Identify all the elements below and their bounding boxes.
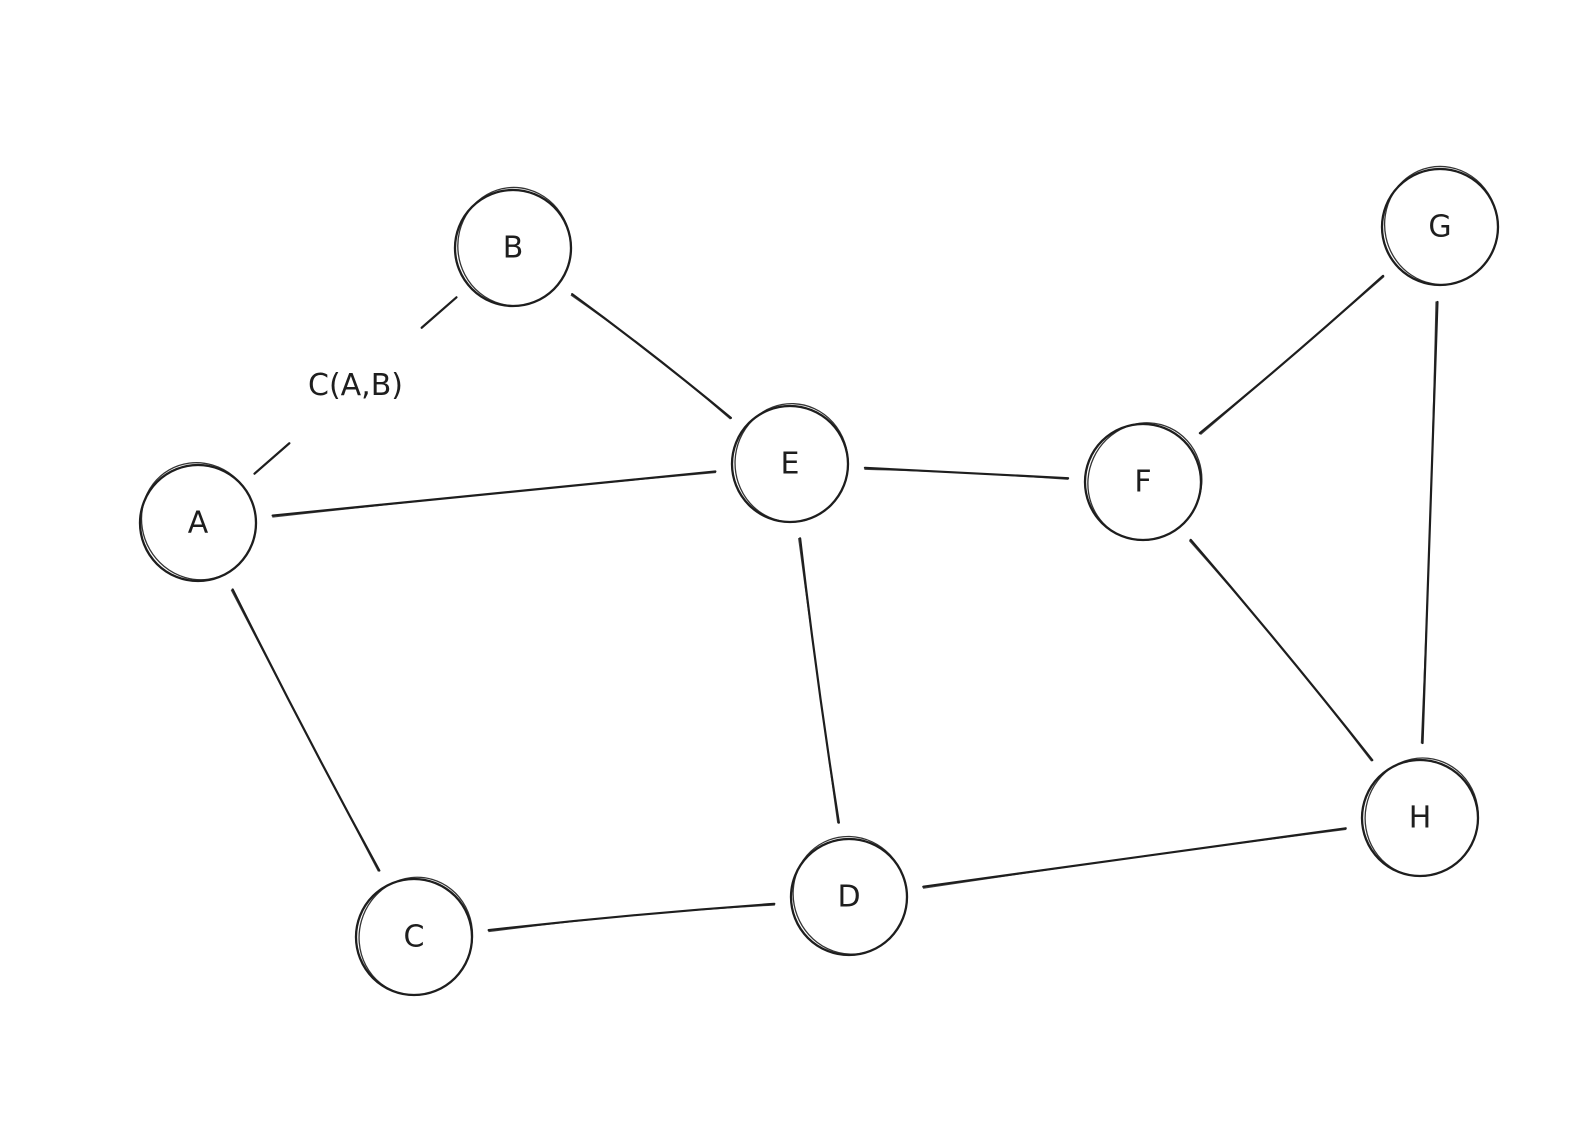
node-A: A	[138, 462, 258, 583]
edge-F-G	[1198, 274, 1385, 435]
edge-C-D	[487, 902, 776, 933]
node-label-B: B	[503, 231, 524, 266]
node-label-E: E	[781, 447, 800, 482]
node-G: G	[1380, 165, 1500, 287]
edge-labels-layer: C(A,B)	[308, 368, 403, 403]
node-D: D	[789, 835, 909, 957]
node-label-H: H	[1409, 801, 1432, 836]
node-label-G: G	[1428, 210, 1451, 245]
edge-E-F	[863, 466, 1070, 480]
edge-E-D	[798, 537, 840, 824]
edge-D-H	[922, 827, 1347, 889]
node-E: E	[730, 403, 850, 524]
edge-G-H	[1420, 300, 1439, 745]
edge-B-E	[570, 293, 732, 420]
node-label-F: F	[1134, 465, 1151, 500]
node-C: C	[354, 876, 474, 997]
edge-A-B	[253, 296, 458, 475]
edge-A-C	[230, 588, 381, 872]
nodes-layer: A B C D E F G H	[138, 165, 1500, 997]
node-label-D: D	[837, 880, 860, 915]
edge-label-A-B: C(A,B)	[308, 368, 403, 403]
edges-layer	[230, 274, 1439, 933]
node-F: F	[1083, 422, 1203, 542]
node-B: B	[453, 186, 573, 308]
node-H: H	[1360, 757, 1480, 878]
node-label-C: C	[404, 920, 425, 955]
edge-A-E	[271, 470, 717, 518]
node-label-A: A	[188, 506, 209, 541]
edge-F-H	[1189, 538, 1374, 762]
